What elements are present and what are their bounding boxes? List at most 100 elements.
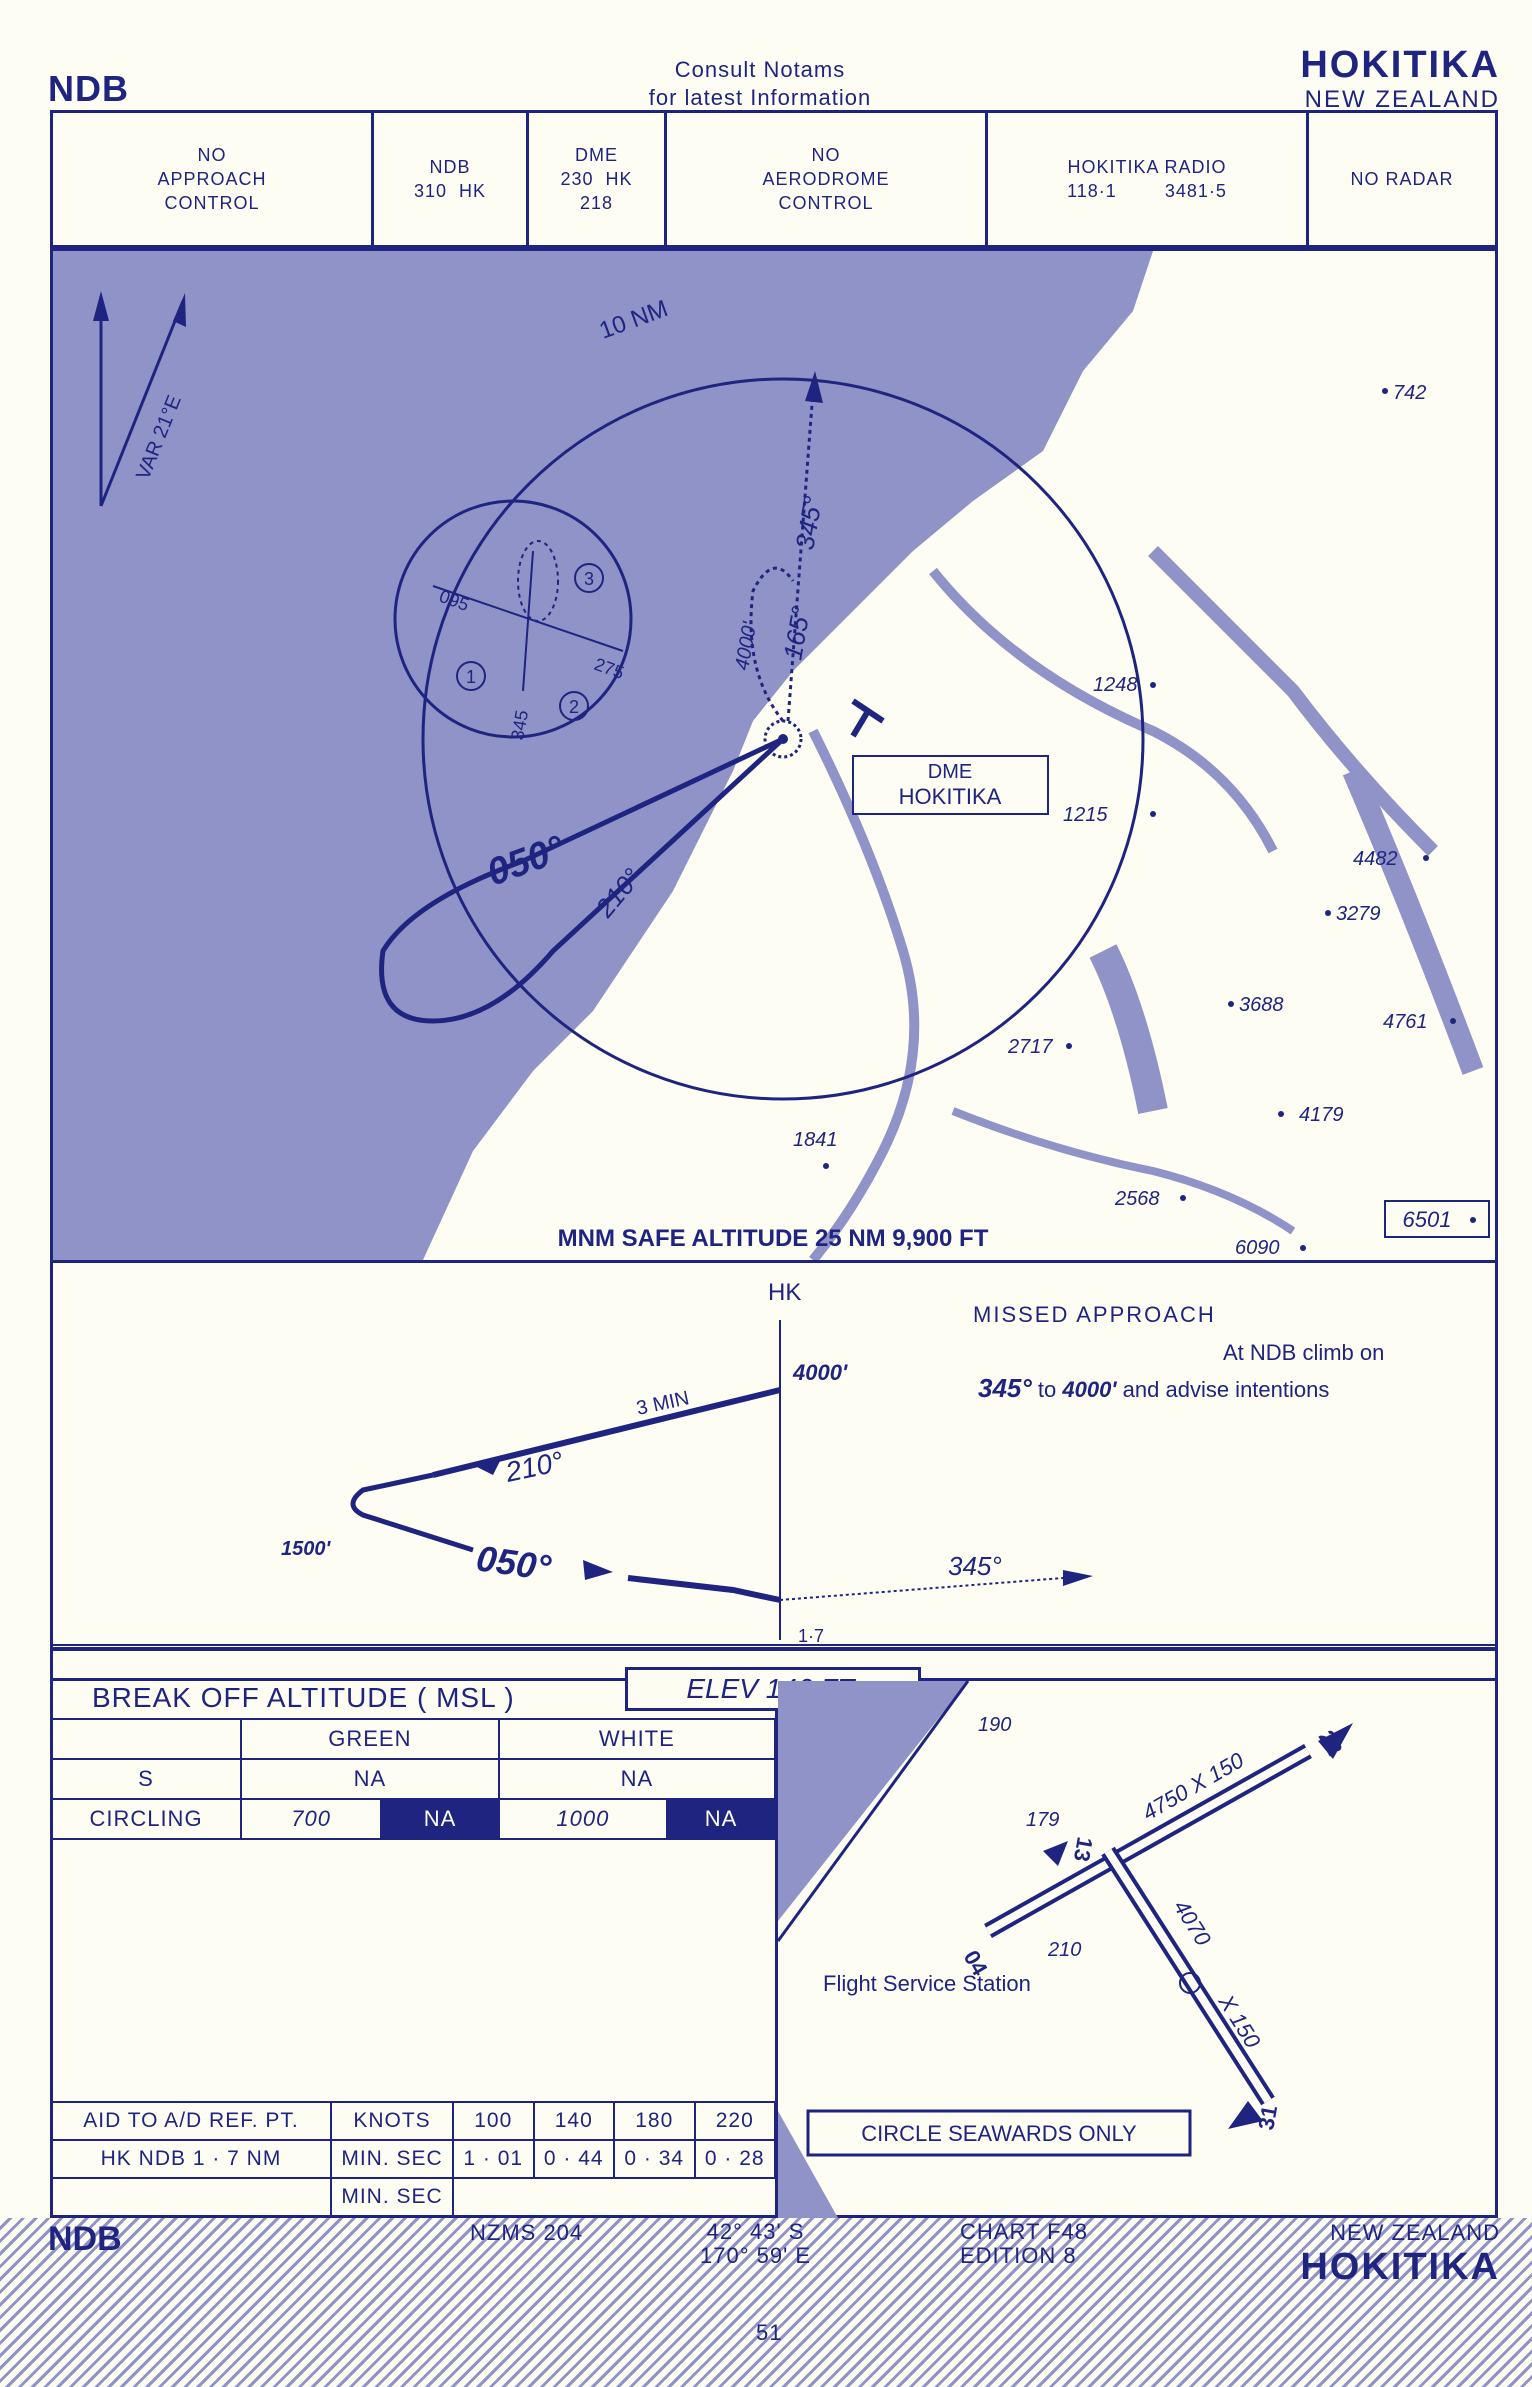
td-speed: 220 (693, 2101, 776, 2141)
spot-height: 4482 (1353, 848, 1398, 870)
footer-chart-ref: CHART F48 EDITION 8 (960, 2220, 1088, 2268)
td-time: 1 · 01 (452, 2139, 535, 2179)
distance-mark: 1·7 (798, 1626, 824, 1646)
obstacle-210: 210 (1047, 1939, 1081, 1961)
bo-row-circling: CIRCLING (50, 1798, 242, 1840)
bo-circling-green-na: NA (380, 1798, 500, 1840)
sector-3-label: 3 (584, 569, 594, 589)
bo-col-white: WHITE (497, 1718, 777, 1760)
bo-row-s: S (50, 1758, 242, 1800)
td-speed: 100 (452, 2101, 535, 2141)
lower-divider (775, 1678, 778, 2218)
missed-approach-line-2: 345° to 4000' and advise intentions (978, 1373, 1329, 1403)
footer-latitude: 42° 43' S (706, 2219, 805, 2244)
break-off-table: GREEN WHITE S NA NA CIRCLING 700 NA 1000… (50, 1718, 777, 1840)
rwy-13-arrow (1043, 1841, 1068, 1866)
magnetic-north-arrowhead (173, 293, 186, 327)
sea-area (53, 251, 1153, 1260)
aerodrome-reference-point (1179, 1972, 1201, 1994)
coast-sea-south (778, 2111, 838, 2218)
spot-height: 3279 (1336, 903, 1381, 925)
sector-2-label: 2 (569, 697, 579, 717)
bo-corner (50, 1718, 242, 1760)
plan-view-panel: 10 NM VAR 21°E 095 275 345 1 2 3 345° 40… (50, 248, 1498, 1264)
spot-heights: 742 1248 1215 4482 3279 3688 4761 2717 4… (793, 382, 1456, 1259)
landing-t-stem (850, 709, 871, 738)
inbound-arrowhead (583, 1560, 613, 1580)
bo-circling-white-value: 1000 (497, 1798, 668, 1840)
spot-height: 742 (1393, 382, 1426, 404)
profile-outbound-label: 210° (502, 1446, 566, 1489)
country-name: NEW ZEALAND (1304, 86, 1500, 113)
outbound-arrowhead (473, 1455, 503, 1475)
fix-label: HK (768, 1279, 801, 1306)
notam-notice: Consult Notams for latest Information (560, 56, 960, 112)
obstacle-179: 179 (1026, 1809, 1059, 1831)
footer-longitude: 170° 59' E (700, 2243, 812, 2268)
spot-height: 2717 (1007, 1036, 1053, 1058)
spot-height: 1215 (1063, 804, 1108, 826)
dme-box-station: HOKITIKA (899, 784, 1002, 809)
footer-aerodrome: HOKITIKA (1300, 2246, 1500, 2288)
dme-label-box (852, 755, 1049, 815)
sector-2-marker (559, 691, 589, 721)
missed-climb-line (779, 1577, 1064, 1601)
highest-elevation-dot (1470, 1217, 1476, 1223)
highest-elevation-value: 6501 (1403, 1207, 1452, 1232)
missed-approach-line-1: At NDB climb on (1223, 1340, 1384, 1365)
bo-s-green: NA (240, 1758, 500, 1800)
procedure-turn-profile (350, 1472, 474, 1553)
plan-view-map: 10 NM VAR 21°E 095 275 345 1 2 3 345° 40… (53, 251, 1490, 1264)
spot-height: 1841 (793, 1129, 838, 1151)
lower-panel (50, 1648, 1498, 2218)
footer-map-ref: NZMS 204 (470, 2220, 584, 2245)
td-time: 0 · 44 (532, 2139, 615, 2179)
runway-13-31-inner (1104, 1848, 1272, 2104)
runway-04-22-inner (986, 1747, 1310, 1935)
obstacle-190: 190 (978, 1714, 1011, 1736)
td-speed: 180 (613, 2101, 696, 2141)
td-speed: 140 (532, 2101, 615, 2141)
river (951, 1107, 1296, 1235)
sector-1-marker (456, 661, 486, 691)
notice-line-1: Consult Notams (674, 57, 846, 82)
profile-alt-4000: 4000' (792, 1360, 848, 1385)
minimum-safe-altitude: MNM SAFE ALTITUDE 25 NM 9,900 FT (558, 1225, 989, 1252)
sector-3-marker (574, 563, 604, 593)
ten-nm-ring (421, 377, 1145, 1101)
spot-height: 2568 (1114, 1188, 1160, 1210)
header-type: NDB (48, 68, 129, 109)
spot-height: 4761 (1383, 1011, 1428, 1033)
spot-height: 1248 (1093, 674, 1138, 696)
spot-height: 3688 (1239, 994, 1284, 1016)
bo-col-green: GREEN (240, 1718, 500, 1760)
td-header-aid: AID TO A/D REF. PT. (50, 2101, 332, 2141)
circle-seawards-note: CIRCLE SEAWARDS ONLY (861, 2121, 1137, 2146)
rwy-22-arrow (1318, 1723, 1353, 1759)
profile-alt-1500: 1500' (281, 1538, 331, 1560)
aerodrome-name: HOKITIKA (1300, 44, 1500, 86)
holding-axis-line (522, 550, 534, 692)
missed-approach-track (786, 390, 815, 722)
coastline (778, 1681, 970, 1942)
td-row3-blank (50, 2177, 331, 2217)
missed-approach-title: MISSED APPROACH (973, 1302, 1216, 1327)
dme-box-title: DME (928, 761, 972, 783)
spot-height: 4179 (1299, 1104, 1344, 1126)
profile-view-panel: HK 4000' 3 MIN 210° 1500' 050° 345° MISS… (50, 1260, 1498, 1650)
td-time: 0 · 34 (613, 2139, 696, 2179)
profile-missed-track: 345° (948, 1551, 1002, 1581)
missed-track-arrowhead (805, 371, 823, 403)
td-time: 0 · 28 (693, 2139, 776, 2179)
td-row3-empty (453, 2178, 775, 2216)
sector-1-label: 1 (466, 667, 476, 687)
circle-seawards-box (806, 2109, 1192, 2157)
runway-13-label: 13 (1069, 1835, 1098, 1863)
lake (1089, 944, 1168, 1114)
